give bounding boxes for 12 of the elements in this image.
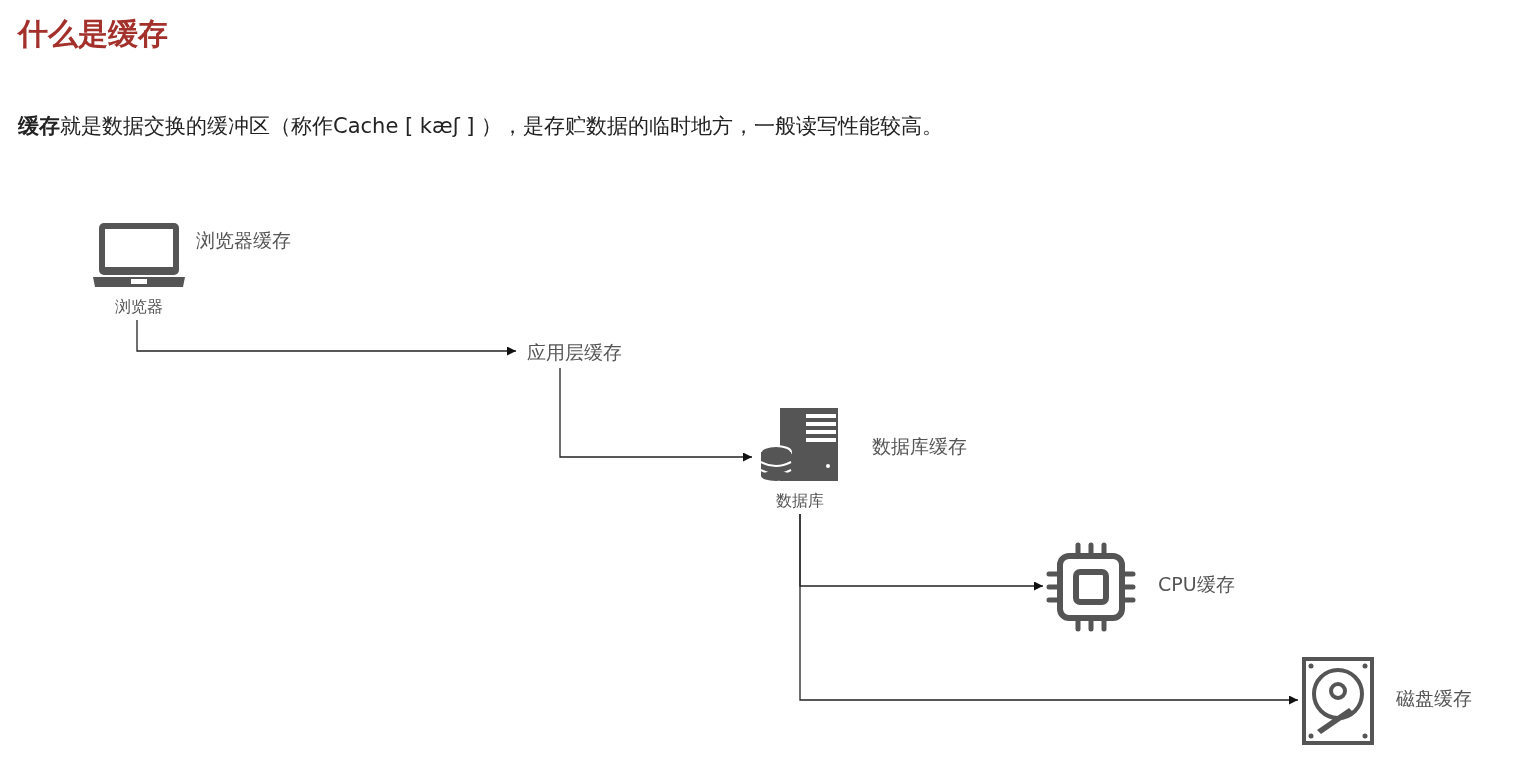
icon-label: 数据库 [776, 491, 824, 512]
arrow [136, 319, 517, 356]
arrow [799, 513, 1299, 705]
caption-text: 应用层缓存 [526, 340, 622, 365]
arrow [559, 367, 753, 462]
caption-text: 数据库缓存 [872, 434, 967, 459]
caption-text: 磁盘缓存 [1396, 686, 1472, 711]
caption-text: 浏览器缓存 [196, 228, 291, 253]
page-title: 什么是缓存 [18, 15, 168, 53]
icon-label: 浏览器 [115, 297, 163, 318]
caption-text: CPU缓存 [1158, 572, 1235, 597]
paragraph: 缓存就是数据交换的缓冲区（称作Cache [ kæʃ ] ），是存贮数据的临时地方，一般读写性能较高。 [18, 113, 944, 140]
